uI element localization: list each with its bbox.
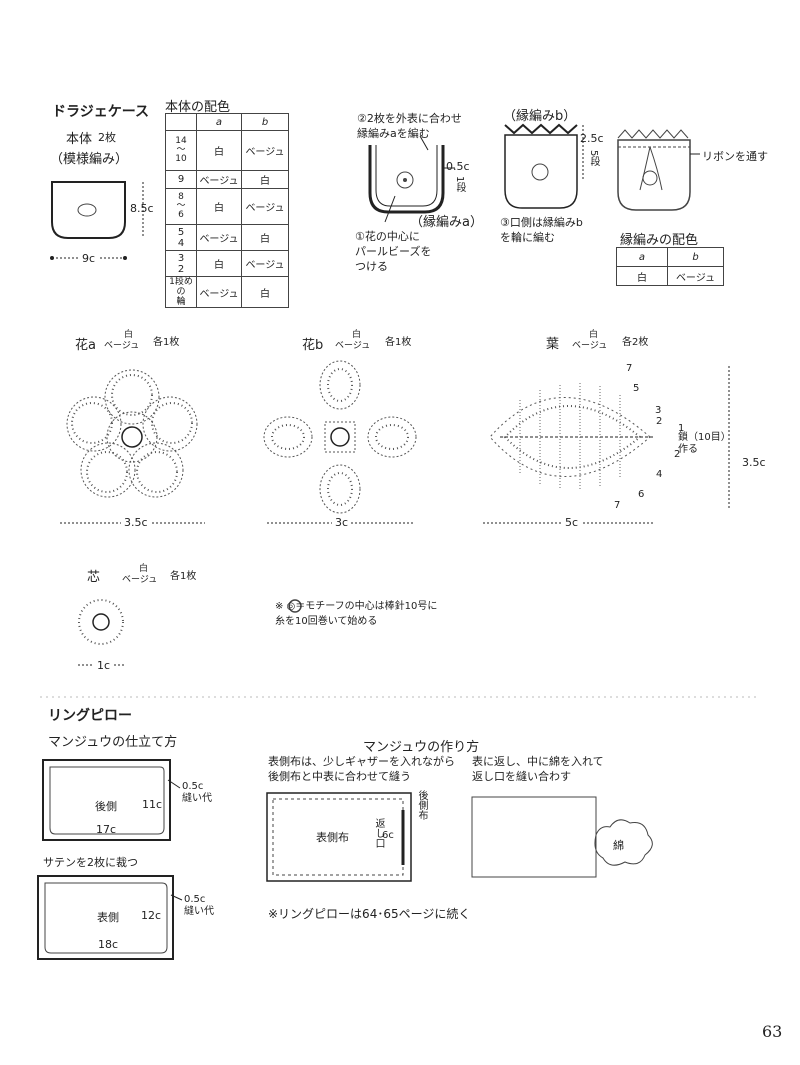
step3-note: ③口側は縁編みb を輪に編む	[500, 216, 583, 244]
leaf-row-7a: 7	[626, 363, 633, 374]
leaf-height: 3.5c	[742, 456, 766, 469]
case-edge-a-diagram	[368, 135, 455, 223]
flower-b-diagram	[263, 360, 417, 524]
flower-a-diagram	[60, 369, 205, 524]
case-ribbon-diagram	[617, 129, 700, 211]
step1-note: ①花の中心に パールビーズを つける	[355, 230, 432, 273]
edge-color-title: 縁編みの配色	[620, 233, 699, 248]
ring-mark-icon	[288, 599, 302, 613]
leaf-row-6: 6	[638, 489, 645, 500]
pillow-front-label: 表側	[97, 911, 119, 924]
pillow-seam1: 0.5c 縫い代	[182, 781, 212, 804]
pillow-cut-note: サテンを2枚に裁つ	[43, 856, 138, 869]
pillow-back-label: 後側	[95, 800, 117, 813]
case-body-count: 2枚	[98, 131, 116, 144]
pillow-front-width: 18c	[98, 938, 119, 951]
core-diagram	[78, 599, 126, 666]
flower-a-width: 3.5c	[121, 516, 151, 529]
leaf-row-4: 4	[656, 469, 663, 480]
pillow-back-cloth: 後側布	[416, 790, 427, 820]
leaf-row-2a: 2	[656, 416, 663, 427]
flower-b-name: 花b	[302, 338, 324, 353]
case-body-diagram	[50, 181, 144, 260]
case-height: 8.5c	[130, 202, 154, 215]
pillow-make-note2: 表に返し、中に綿を入れて 返し口を縫い合わす	[472, 755, 604, 783]
pillow-back-height: 11c	[142, 798, 163, 811]
pillow-make-title: マンジュウの作り方	[363, 740, 480, 755]
leaf-width: 5c	[562, 516, 582, 529]
case-body-label: 本体	[66, 132, 93, 147]
leaf-name: 葉	[546, 337, 560, 352]
core-color2: ベージュ	[122, 575, 158, 585]
pillow-back-diagram	[42, 759, 181, 841]
pillow-front-diagram	[37, 875, 183, 960]
body-color-title: 本体の配色	[165, 100, 231, 115]
motif-center-note: ※ ◎＝モチーフの中心は棒針10号に 糸を10回巻いて始める	[275, 601, 438, 627]
leaf-count: 各2枚	[622, 337, 649, 348]
flower-a-name: 花a	[75, 338, 96, 353]
core-name: 芯	[87, 570, 101, 585]
leaf-row-5: 5	[633, 383, 640, 394]
step2-note: ②2枚を外表に合わせ 縁編みaを編む	[357, 112, 462, 140]
edge-a-rows: 1段	[454, 176, 465, 193]
core-width: 1c	[94, 659, 114, 672]
pillow-finish-title: マンジュウの仕立て方	[48, 735, 178, 750]
pillow-sewing-diagram	[266, 792, 412, 882]
pillow-cotton: 綿	[613, 839, 624, 852]
leaf-row-7b: 7	[614, 500, 621, 511]
leaf-chain-note: 鎖（10目） 作る	[678, 432, 731, 455]
pillow-front-height: 12c	[141, 909, 162, 922]
leaf-color1: 白	[589, 330, 599, 340]
pillow-title: リングピロー	[48, 708, 132, 724]
pillow-back-width: 17c	[96, 823, 117, 836]
page-number: 63	[762, 1022, 783, 1041]
case-pattern: （模様編み）	[50, 152, 129, 167]
pillow-opening-size: 6c	[382, 830, 394, 841]
leaf-color2: ベージュ	[572, 341, 608, 351]
flower-b-count: 各1枚	[385, 337, 412, 348]
pillow-opening: 返し口	[373, 818, 384, 848]
pillow-continued-note: ※リングピローは64･65ページに続く	[268, 907, 471, 921]
edge-b-rows: 5段	[588, 150, 599, 167]
pillow-front-cloth: 表側布	[316, 831, 349, 844]
edge-a-label: （縁編みa）	[410, 215, 483, 230]
core-count: 各1枚	[170, 571, 197, 582]
pillow-seam2: 0.5c 縫い代	[184, 894, 214, 917]
flower-a-color1: 白	[124, 330, 134, 340]
case-edge-b-diagram	[504, 123, 584, 209]
edge-b-size: 2.5c	[580, 132, 604, 145]
leaf-row-2b: 2	[674, 449, 681, 460]
case-width: 9c	[79, 252, 99, 265]
flower-a-count: 各1枚	[153, 337, 180, 348]
pillow-stuffing-diagram	[471, 796, 653, 878]
core-color1: 白	[139, 564, 149, 574]
edge-a-size: 0.5c	[446, 160, 470, 173]
leaf-row-3: 3	[655, 405, 662, 416]
flower-b-color1: 白	[352, 330, 362, 340]
leaf-row-1: 1	[678, 423, 685, 434]
case-title: ドラジェケース	[52, 104, 150, 120]
flower-a-color2: ベージュ	[104, 341, 140, 351]
ribbon-note: リボンを通す	[702, 150, 768, 163]
flower-b-color2: ベージュ	[335, 341, 371, 351]
pillow-make-note1: 表側布は、少しギャザーを入れながら 後側布と中表に合わせて縫う	[268, 755, 455, 783]
flower-b-width: 3c	[332, 516, 352, 529]
edge-b-label: （縁編みb）	[503, 109, 577, 124]
